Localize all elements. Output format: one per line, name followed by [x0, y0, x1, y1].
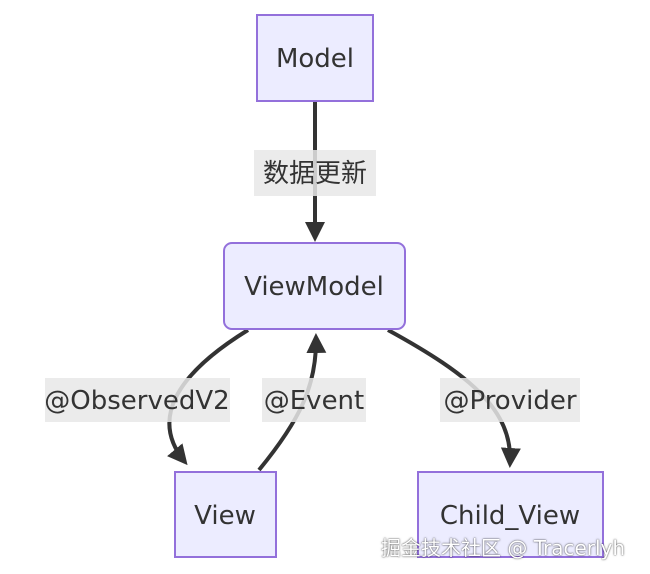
edge-label-text: @Provider — [443, 386, 576, 416]
node-model[interactable]: Model — [256, 14, 374, 102]
edge-label-text: 数据更新 — [263, 159, 367, 189]
node-box — [256, 14, 374, 102]
edge-label-background — [45, 378, 230, 422]
watermark: 掘金技术社区 @ Tracerlyh — [381, 536, 626, 560]
node-box — [174, 471, 277, 558]
node-box — [223, 242, 406, 330]
edge-label-text: @Event — [264, 386, 364, 416]
edge-label-event: @Event — [262, 378, 366, 422]
edge-label-background — [262, 378, 366, 422]
node-label: ViewModel — [244, 272, 384, 302]
node-label: View — [194, 501, 256, 531]
edge-label-text: @ObservedV2 — [44, 386, 229, 416]
edge-label-data-update: 数据更新 — [254, 150, 376, 196]
node-label: Model — [276, 44, 354, 74]
edge-label-background — [254, 150, 376, 196]
node-child-view[interactable]: Child_View — [417, 471, 604, 558]
node-view[interactable]: View — [174, 471, 277, 558]
edge-label-provider: @Provider — [440, 378, 580, 422]
node-box — [417, 471, 604, 558]
edge-label-observedv2: @ObservedV2 — [44, 378, 230, 422]
edge-label-background — [440, 378, 580, 422]
node-viewmodel[interactable]: ViewModel — [223, 242, 406, 330]
node-label: Child_View — [440, 501, 580, 531]
